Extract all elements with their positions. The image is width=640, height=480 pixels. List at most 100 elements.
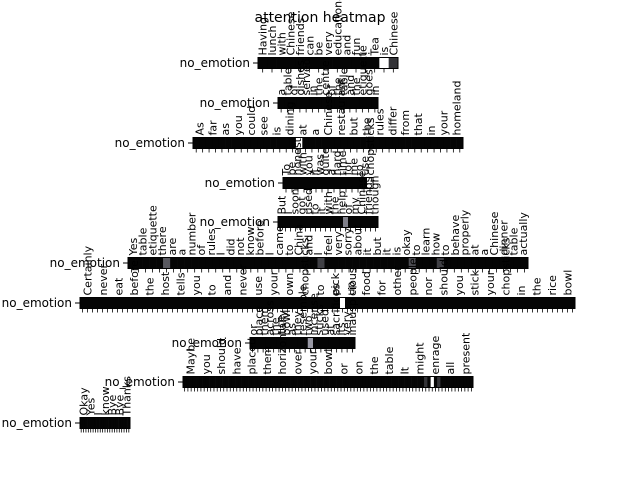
token-label: Chinese xyxy=(488,211,501,255)
token-label: host xyxy=(159,271,172,295)
heatmap-cell xyxy=(292,337,298,349)
heatmap-cell xyxy=(238,137,245,149)
token-label: is xyxy=(390,246,403,255)
token-label: own xyxy=(283,273,296,296)
heatmap-cell xyxy=(145,297,151,309)
heatmap-cell xyxy=(127,417,131,429)
heatmap-cell xyxy=(105,297,111,309)
heatmap-cell xyxy=(335,297,341,309)
heatmap-cell xyxy=(212,376,216,388)
token-label: to xyxy=(283,244,296,255)
heatmap-cell xyxy=(106,417,109,429)
token-label: It xyxy=(398,366,411,374)
row-frame xyxy=(277,216,379,228)
token-label: present xyxy=(459,332,472,375)
token-label: Yes xyxy=(127,237,140,256)
heatmap-cell xyxy=(297,376,301,388)
heatmap-cell xyxy=(270,376,275,388)
token-label: its xyxy=(335,322,348,335)
heatmap-cell xyxy=(375,376,379,388)
heatmap-cell xyxy=(363,216,369,228)
heatmap-cell xyxy=(295,137,303,149)
heatmap-cell xyxy=(388,376,392,388)
heatmap-cell xyxy=(435,297,441,309)
heatmap-cell xyxy=(437,137,445,149)
heatmap-cell xyxy=(325,297,331,309)
token-label: over xyxy=(291,349,304,374)
heatmap-cell xyxy=(323,57,333,69)
heatmap-cell xyxy=(300,297,306,309)
heatmap-cell xyxy=(225,297,231,309)
token-label: pick xyxy=(329,272,342,295)
heatmap-cell xyxy=(360,297,366,309)
token-label: at xyxy=(468,244,481,256)
heatmap-cell xyxy=(170,297,176,309)
heatmap-cell xyxy=(295,177,302,189)
heatmap-cell xyxy=(342,376,347,388)
heatmap-cell xyxy=(430,376,435,388)
heatmap-cell xyxy=(261,257,269,269)
heatmap-cell xyxy=(360,137,367,149)
heatmap-cell xyxy=(366,257,374,269)
heatmap-cell xyxy=(555,297,561,309)
token-label: help xyxy=(335,191,348,215)
heatmap-cell xyxy=(278,216,284,228)
heatmap-cell xyxy=(284,376,288,388)
heatmap-cell xyxy=(310,376,314,388)
heatmap-cell xyxy=(500,297,506,309)
token-label: horizontally xyxy=(276,310,289,375)
token-label: is xyxy=(271,126,284,135)
token-label: hard xyxy=(330,150,343,175)
heatmap-row: no_emotionTobehonestwithyouitwasquiteaha… xyxy=(205,117,377,193)
heatmap-cell xyxy=(415,257,424,269)
token-label: in xyxy=(306,85,319,95)
heatmap-cell xyxy=(313,216,319,228)
token-label: place xyxy=(252,306,265,336)
heatmap-cell xyxy=(316,376,321,388)
heatmap-cell xyxy=(398,376,402,388)
heatmap-cell xyxy=(331,257,339,269)
row-frame xyxy=(192,137,464,149)
token-label: the xyxy=(530,277,543,295)
heatmap-cell xyxy=(370,297,376,309)
heatmap-cell xyxy=(302,137,310,149)
heatmap-cell xyxy=(281,337,288,349)
token-label: from xyxy=(399,110,412,136)
heatmap-cell xyxy=(433,376,438,388)
heatmap-rows: no_emotionHavinglunchwithChinesefriendsc… xyxy=(2,0,576,433)
heatmap-cell xyxy=(308,216,314,228)
row-label: no_emotion xyxy=(205,176,275,190)
heatmap-cell xyxy=(321,137,329,149)
token-label: quite xyxy=(319,147,332,175)
token-label: bowl xyxy=(280,310,293,336)
token-label: and xyxy=(302,235,315,256)
heatmap-cell xyxy=(233,257,241,269)
heatmap-cell xyxy=(470,297,476,309)
token-label: friends xyxy=(362,176,375,214)
heatmap-cell xyxy=(328,216,334,228)
heatmap-cell xyxy=(379,57,389,69)
heatmap-cell xyxy=(240,297,246,309)
heatmap-cell xyxy=(80,297,86,309)
heatmap-row: no_emotionatableofdishesservedinthecentr… xyxy=(200,45,382,113)
heatmap-cell xyxy=(456,137,464,149)
token-label: as xyxy=(285,323,298,336)
heatmap-cell xyxy=(408,257,417,269)
heatmap-cell xyxy=(120,417,124,429)
token-label: people xyxy=(407,258,420,296)
heatmap-cell xyxy=(115,417,119,429)
token-label: sticks xyxy=(313,304,326,336)
heatmap-row: no_emotionorplacethemacrossthericebowlas… xyxy=(172,267,359,353)
token-label: you xyxy=(232,115,245,135)
heatmap-cell xyxy=(371,376,376,388)
heatmap-cell xyxy=(150,297,156,309)
token-label: I xyxy=(92,412,105,415)
token-label: and xyxy=(221,275,234,296)
row-label: no_emotion xyxy=(200,215,270,229)
heatmap-cell xyxy=(443,137,451,149)
heatmap-cell xyxy=(437,376,441,388)
heatmap-cell xyxy=(289,177,296,189)
token-label: honest xyxy=(291,137,304,175)
heatmap-cell xyxy=(353,137,361,149)
token-label: table xyxy=(281,67,294,95)
